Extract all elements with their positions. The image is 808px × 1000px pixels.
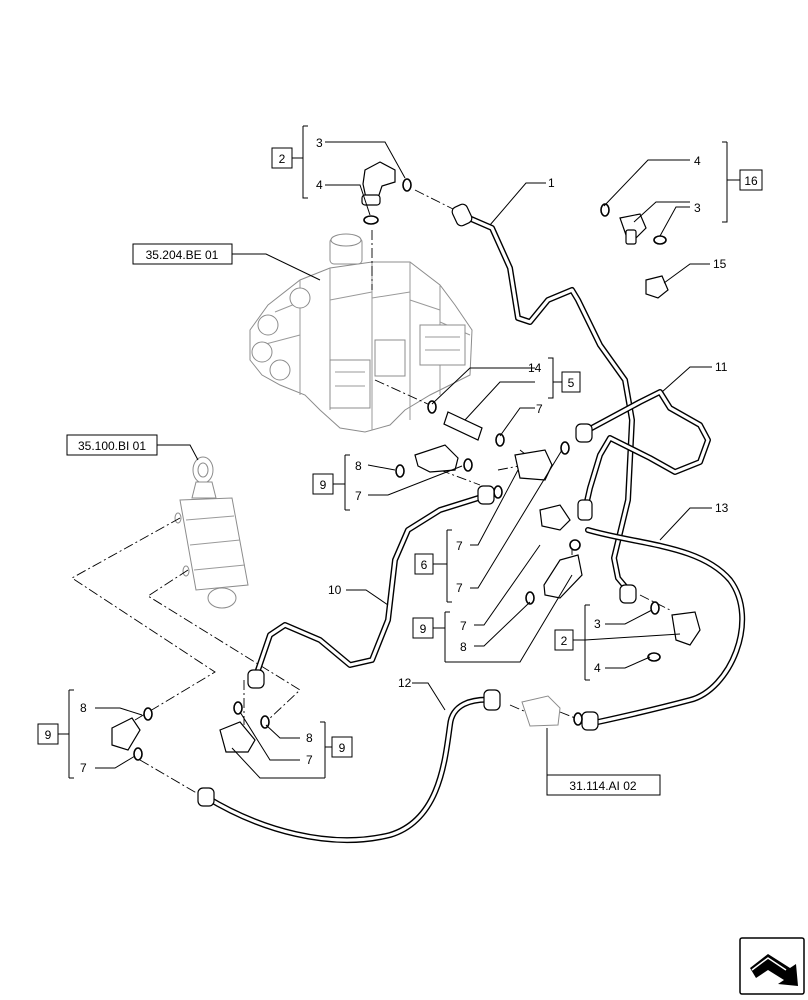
callout-9-bottom: 9 [339, 741, 346, 755]
ref-box-cylinder [66, 434, 158, 456]
cylinder-drawing [174, 456, 249, 609]
callout-16: 16 [744, 174, 758, 188]
callout-11: 11 [715, 360, 728, 374]
callout-10: 10 [328, 583, 342, 597]
callout-8-bottom: 8 [306, 731, 313, 745]
fittings [111, 161, 701, 807]
callout-8-left: 8 [80, 701, 87, 715]
callout-9-center: 9 [420, 622, 427, 636]
callout-3-bottom: 3 [594, 617, 601, 631]
pipes [203, 212, 746, 843]
callout-7-a: 7 [536, 402, 543, 416]
callout-5: 5 [568, 376, 575, 390]
callout-12: 12 [398, 676, 412, 690]
callout-2-right: 2 [561, 634, 568, 648]
arrow-nav-icon[interactable] [739, 937, 805, 995]
reference-boxes: 35.204.BE 01 35.100.BI 01 31.114.AI 02 [66, 243, 661, 796]
callout-14: 14 [528, 361, 542, 375]
ref-valve-block[interactable]: 35.204.BE 01 [146, 248, 219, 262]
callout-8-mid: 8 [355, 459, 362, 473]
callout-7-c: 7 [456, 539, 463, 553]
ref-coupler[interactable]: 31.114.AI 02 [569, 779, 636, 793]
callout-7-f: 7 [80, 761, 87, 775]
leader-lines [58, 125, 740, 785]
callout-6: 6 [421, 558, 428, 572]
callout-7-e: 7 [460, 619, 467, 633]
callout-3-right: 3 [694, 201, 701, 215]
callout-3-top: 3 [316, 136, 323, 150]
callout-2-top: 2 [279, 152, 286, 166]
ref-cylinder[interactable]: 35.100.BI 01 [78, 439, 146, 453]
ref-box-coupler [546, 774, 661, 796]
callout-15: 15 [713, 257, 727, 271]
boxed-callouts: 2 16 5 9 6 9 2 9 9 [37, 147, 763, 758]
callout-7-b: 7 [355, 489, 362, 503]
valve-block-drawing [249, 233, 473, 433]
callout-4-right: 4 [694, 154, 701, 168]
callout-9-left: 9 [45, 728, 52, 742]
ref-box-valve [132, 243, 233, 265]
callout-1: 1 [548, 176, 555, 190]
callout-9-mid: 9 [320, 478, 327, 492]
callout-8-center: 8 [460, 640, 467, 654]
callout-4-bottom: 4 [594, 661, 601, 675]
callout-7-d: 7 [456, 581, 463, 595]
callout-7-g: 7 [306, 753, 313, 767]
callout-4-top: 4 [316, 178, 323, 192]
plain-callouts: 3 4 1 4 3 15 11 14 7 8 7 13 7 7 10 7 8 3… [80, 136, 729, 775]
callout-13: 13 [715, 501, 729, 515]
